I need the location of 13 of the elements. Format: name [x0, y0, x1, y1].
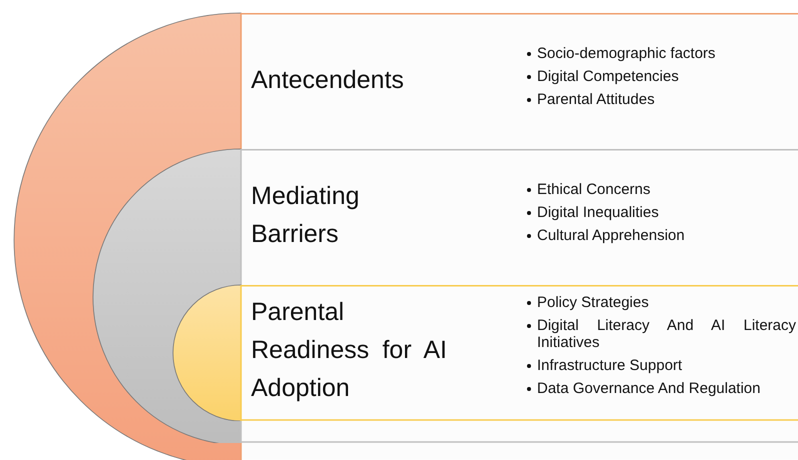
bullet-item: Infrastructure Support: [526, 357, 796, 374]
bullet-item: Cultural Apprehension: [526, 227, 796, 244]
bullet-item: Parental Attitudes: [526, 91, 796, 108]
layer-heading: Mediating Barriers: [251, 181, 360, 250]
layer-heading: Antecendents: [251, 65, 405, 96]
bullet-item: Data Governance And Regulation: [526, 380, 796, 397]
bullet-item: Digital Literacy And AI Literacy Initiatives: [526, 317, 796, 351]
layer-heading: Parental Readiness for AI Adoption: [251, 297, 447, 404]
bullet-item: Policy Strategies: [526, 294, 796, 311]
bullet-item: Digital Competencies: [526, 68, 796, 85]
bullet-item: Socio-demographic factors: [526, 45, 796, 62]
bullet-item: Digital Inequalities: [526, 204, 796, 221]
bullet-item: Ethical Concerns: [526, 181, 796, 198]
